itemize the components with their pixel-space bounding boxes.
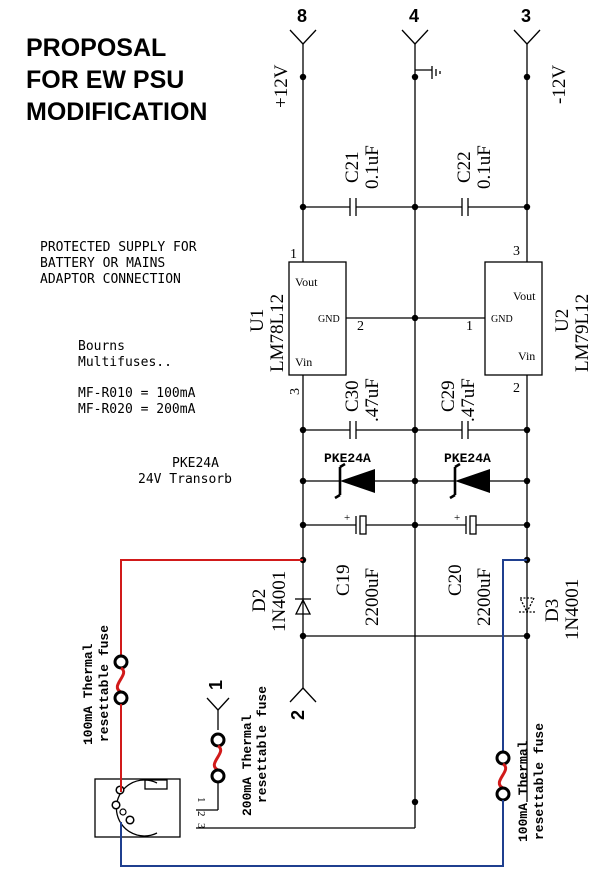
- capacitor-c20: +: [415, 512, 527, 535]
- fuse-200ma: [210, 732, 226, 810]
- transorb-note-line-2: 24V Transorb: [138, 472, 232, 487]
- u2-part: LM79L12: [572, 294, 593, 372]
- c21-value: 0.1uF: [362, 145, 383, 189]
- c19-name: C19: [333, 564, 354, 596]
- c29-value: .47uF: [458, 378, 479, 422]
- terminal-2: 2: [288, 687, 317, 720]
- transorb-note-line-1: PKE24A: [172, 456, 219, 471]
- d2-name: D2: [249, 589, 270, 612]
- c21-name: C21: [342, 151, 363, 183]
- c22-name: C22: [454, 151, 475, 183]
- u2-pin-vout: Vout: [513, 289, 536, 303]
- connector-pin-3: 3: [195, 823, 207, 829]
- u1-pin-num-out: 1: [290, 247, 297, 262]
- c19-value: 2200uF: [362, 568, 383, 626]
- title-line-3: MODIFICATION: [26, 98, 207, 126]
- terminal-1-label: 1: [206, 680, 226, 690]
- d3-part: 1N4001: [562, 579, 583, 640]
- c30-value: .47uF: [362, 378, 383, 422]
- description-line-3: ADAPTOR CONNECTION: [40, 272, 181, 287]
- capacitor-c19: +: [303, 512, 415, 535]
- fuse-200ma-label-a: 200mA Thermal: [240, 714, 255, 816]
- u1-pin-num-gnd: 2: [357, 319, 364, 334]
- positive-lead: [113, 559, 303, 792]
- transorb-left-label: PKE24A: [324, 451, 371, 466]
- diode-d2: [294, 598, 312, 615]
- description-line-2: BATTERY OR MAINS: [40, 256, 165, 271]
- d2-part: 1N4001: [269, 571, 290, 632]
- u2-pin-num-gnd: 1: [466, 319, 473, 334]
- c19-plus: +: [344, 512, 350, 524]
- capacitor-c22: [415, 198, 527, 216]
- u1-part: LM78L12: [267, 294, 288, 372]
- connector-pin-2: 2: [195, 811, 207, 817]
- title-line-1: PROPOSAL: [26, 34, 166, 62]
- u1-pin-num-in: 3: [288, 388, 303, 395]
- regulator-u1: Vout GND Vin: [288, 261, 347, 376]
- capacitor-c30: [303, 421, 415, 439]
- terminal-8-label: 8: [297, 6, 307, 26]
- terminal-8: 8: [289, 6, 317, 45]
- u2-pin-gnd: GND: [491, 314, 513, 325]
- diode-d3: [518, 597, 536, 614]
- capacitor-c21: [303, 198, 415, 216]
- din-connector: 1 2 3: [94, 778, 415, 838]
- c22-value: 0.1uF: [474, 145, 495, 189]
- fuse-note-line-1: Bourns: [78, 339, 125, 354]
- terminal-1: 1: [206, 680, 230, 730]
- c20-name: C20: [445, 564, 466, 596]
- description-line-1: PROTECTED SUPPLY FOR: [40, 240, 197, 255]
- connector-pin-1: 1: [195, 797, 207, 803]
- regulator-u2: Vout GND Vin: [484, 261, 543, 376]
- fuse-right-label-b: resettable fuse: [532, 723, 547, 840]
- title-line-2: FOR EW PSU: [26, 66, 184, 94]
- terminal-4: 4: [401, 6, 429, 45]
- u2-pin-vin: Vin: [518, 349, 535, 363]
- terminal-2-label: 2: [288, 710, 308, 720]
- u2-name: U2: [552, 309, 573, 332]
- u2-pin-num-out: 3: [513, 244, 520, 259]
- c20-plus: +: [454, 512, 460, 524]
- fuse-note-line-4: MF-R020 = 200mA: [78, 402, 196, 417]
- fuse-left-label-a: 100mA Thermal: [81, 643, 96, 745]
- c20-value: 2200uF: [474, 568, 495, 626]
- c29-name: C29: [438, 380, 459, 412]
- c30-name: C30: [342, 380, 363, 412]
- u2-pin-num-in: 2: [513, 381, 520, 396]
- transorb-right-label: PKE24A: [444, 451, 491, 466]
- transorb-left: [303, 462, 415, 500]
- fuse-right-label-a: 100mA Thermal: [516, 740, 531, 842]
- negative-rail-label: -12V: [549, 65, 570, 104]
- terminal-4-label: 4: [409, 6, 419, 26]
- u1-name: U1: [247, 309, 268, 332]
- d3-name: D3: [542, 599, 563, 622]
- negative-lead: [120, 559, 527, 867]
- u1-pin-gnd: GND: [318, 314, 340, 325]
- fuse-note-line-2: Multifuses..: [78, 355, 172, 370]
- terminal-3-label: 3: [521, 6, 531, 26]
- ground-icon: [415, 66, 441, 79]
- fuse-200ma-label-b: resettable fuse: [255, 686, 270, 803]
- fuse-note-line-3: MF-R010 = 100mA: [78, 386, 196, 401]
- capacitor-c29: [415, 421, 527, 439]
- terminal-3: 3: [513, 6, 541, 45]
- fuse-left-label-b: resettable fuse: [97, 625, 112, 742]
- positive-rail-label: +12V: [271, 64, 292, 108]
- u1-pin-vout: Vout: [295, 275, 318, 289]
- transorb-right: [415, 462, 527, 500]
- u1-pin-vin: Vin: [295, 355, 312, 369]
